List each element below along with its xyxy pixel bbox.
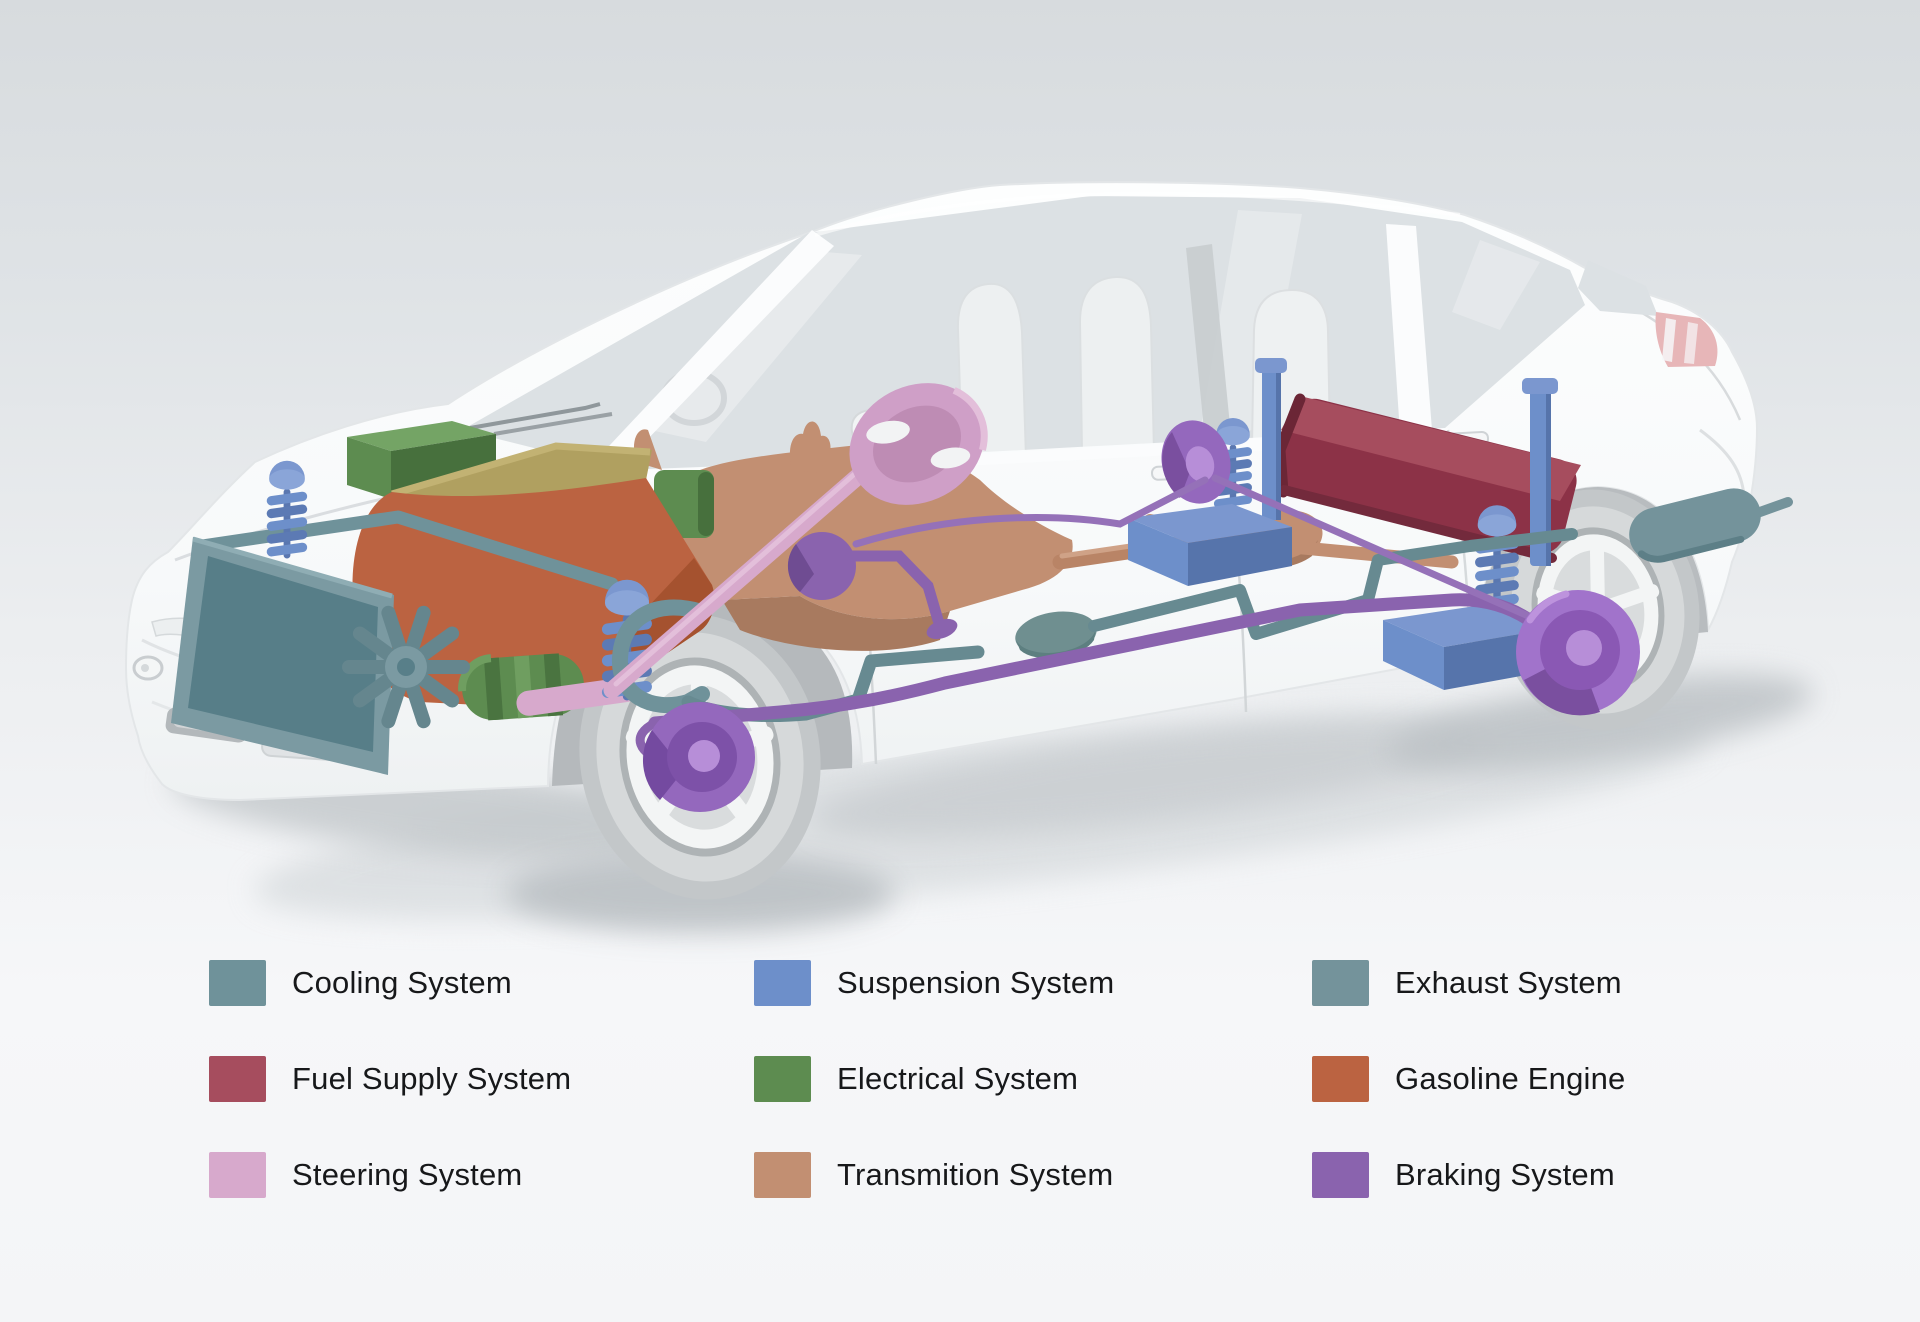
legend-item-braking-system: Braking System	[1312, 1152, 1626, 1198]
wiper-blade	[493, 412, 613, 436]
muffler	[1629, 488, 1761, 563]
shock-tower-post	[1255, 358, 1287, 520]
legend-item-electrical-system: Electrical System	[754, 1056, 1312, 1102]
rear-brake-disc	[1161, 420, 1231, 504]
shock-tower-post	[1522, 378, 1558, 566]
steering-system	[603, 443, 895, 699]
legend-label: Electrical System	[837, 1061, 1079, 1096]
seat-silhouette	[1078, 275, 1156, 453]
tailpipe	[1755, 497, 1793, 517]
radiator-fan	[342, 605, 470, 729]
legend: Cooling System Suspension System Exhaust…	[209, 960, 1626, 1198]
legend-label: Transmition System	[837, 1157, 1114, 1192]
legend-swatch-transmission	[754, 1152, 811, 1198]
legend-item-fuel-supply-system: Fuel Supply System	[209, 1056, 754, 1102]
brake-line	[852, 476, 1209, 548]
steering-wheel	[849, 383, 988, 505]
legend-item-steering-system: Steering System	[209, 1152, 754, 1198]
legend-swatch-exhaust	[1312, 960, 1369, 1006]
suspension-bracket	[1128, 504, 1292, 586]
c-pillar	[1386, 224, 1432, 433]
legend-swatch-suspension	[754, 960, 811, 1006]
legend-item-transmition-system: Transmition System	[754, 1152, 1312, 1198]
legend-swatch-cooling	[209, 960, 266, 1006]
legend-label: Cooling System	[292, 965, 512, 1000]
wiper-blade	[469, 402, 601, 430]
brake-line	[1211, 474, 1564, 634]
legend-item-cooling-system: Cooling System	[209, 960, 754, 1006]
legend-item-suspension-system: Suspension System	[754, 960, 1312, 1006]
legend-swatch-engine	[1312, 1056, 1369, 1102]
legend-label: Suspension System	[837, 965, 1115, 1000]
legend-swatch-electrical	[754, 1056, 811, 1102]
cooling-system	[171, 536, 470, 775]
a-pillar	[594, 230, 834, 472]
rear-glass	[1578, 260, 1658, 316]
exhaust-manifold	[611, 599, 710, 714]
legend-swatch-fuel	[209, 1056, 266, 1102]
legend-label: Fuel Supply System	[292, 1061, 572, 1096]
brake-pedal	[845, 550, 944, 626]
radiator-support-bar	[195, 510, 619, 591]
legend-swatch-braking	[1312, 1152, 1369, 1198]
braking-system	[635, 474, 1564, 767]
radiator-core	[188, 556, 378, 752]
legend-item-gasoline-engine: Gasoline Engine	[1312, 1056, 1626, 1102]
legend-item-exhaust-system: Exhaust System	[1312, 960, 1626, 1006]
legend-label: Exhaust System	[1395, 965, 1622, 1000]
legend-label: Steering System	[292, 1157, 523, 1192]
front-brake-disc	[642, 702, 755, 812]
rear-suspension	[1128, 358, 1558, 690]
legend-label: Gasoline Engine	[1395, 1061, 1626, 1096]
rear-brake-drum	[1516, 590, 1640, 716]
legend-label: Braking System	[1395, 1157, 1615, 1192]
legend-swatch-steering	[209, 1152, 266, 1198]
